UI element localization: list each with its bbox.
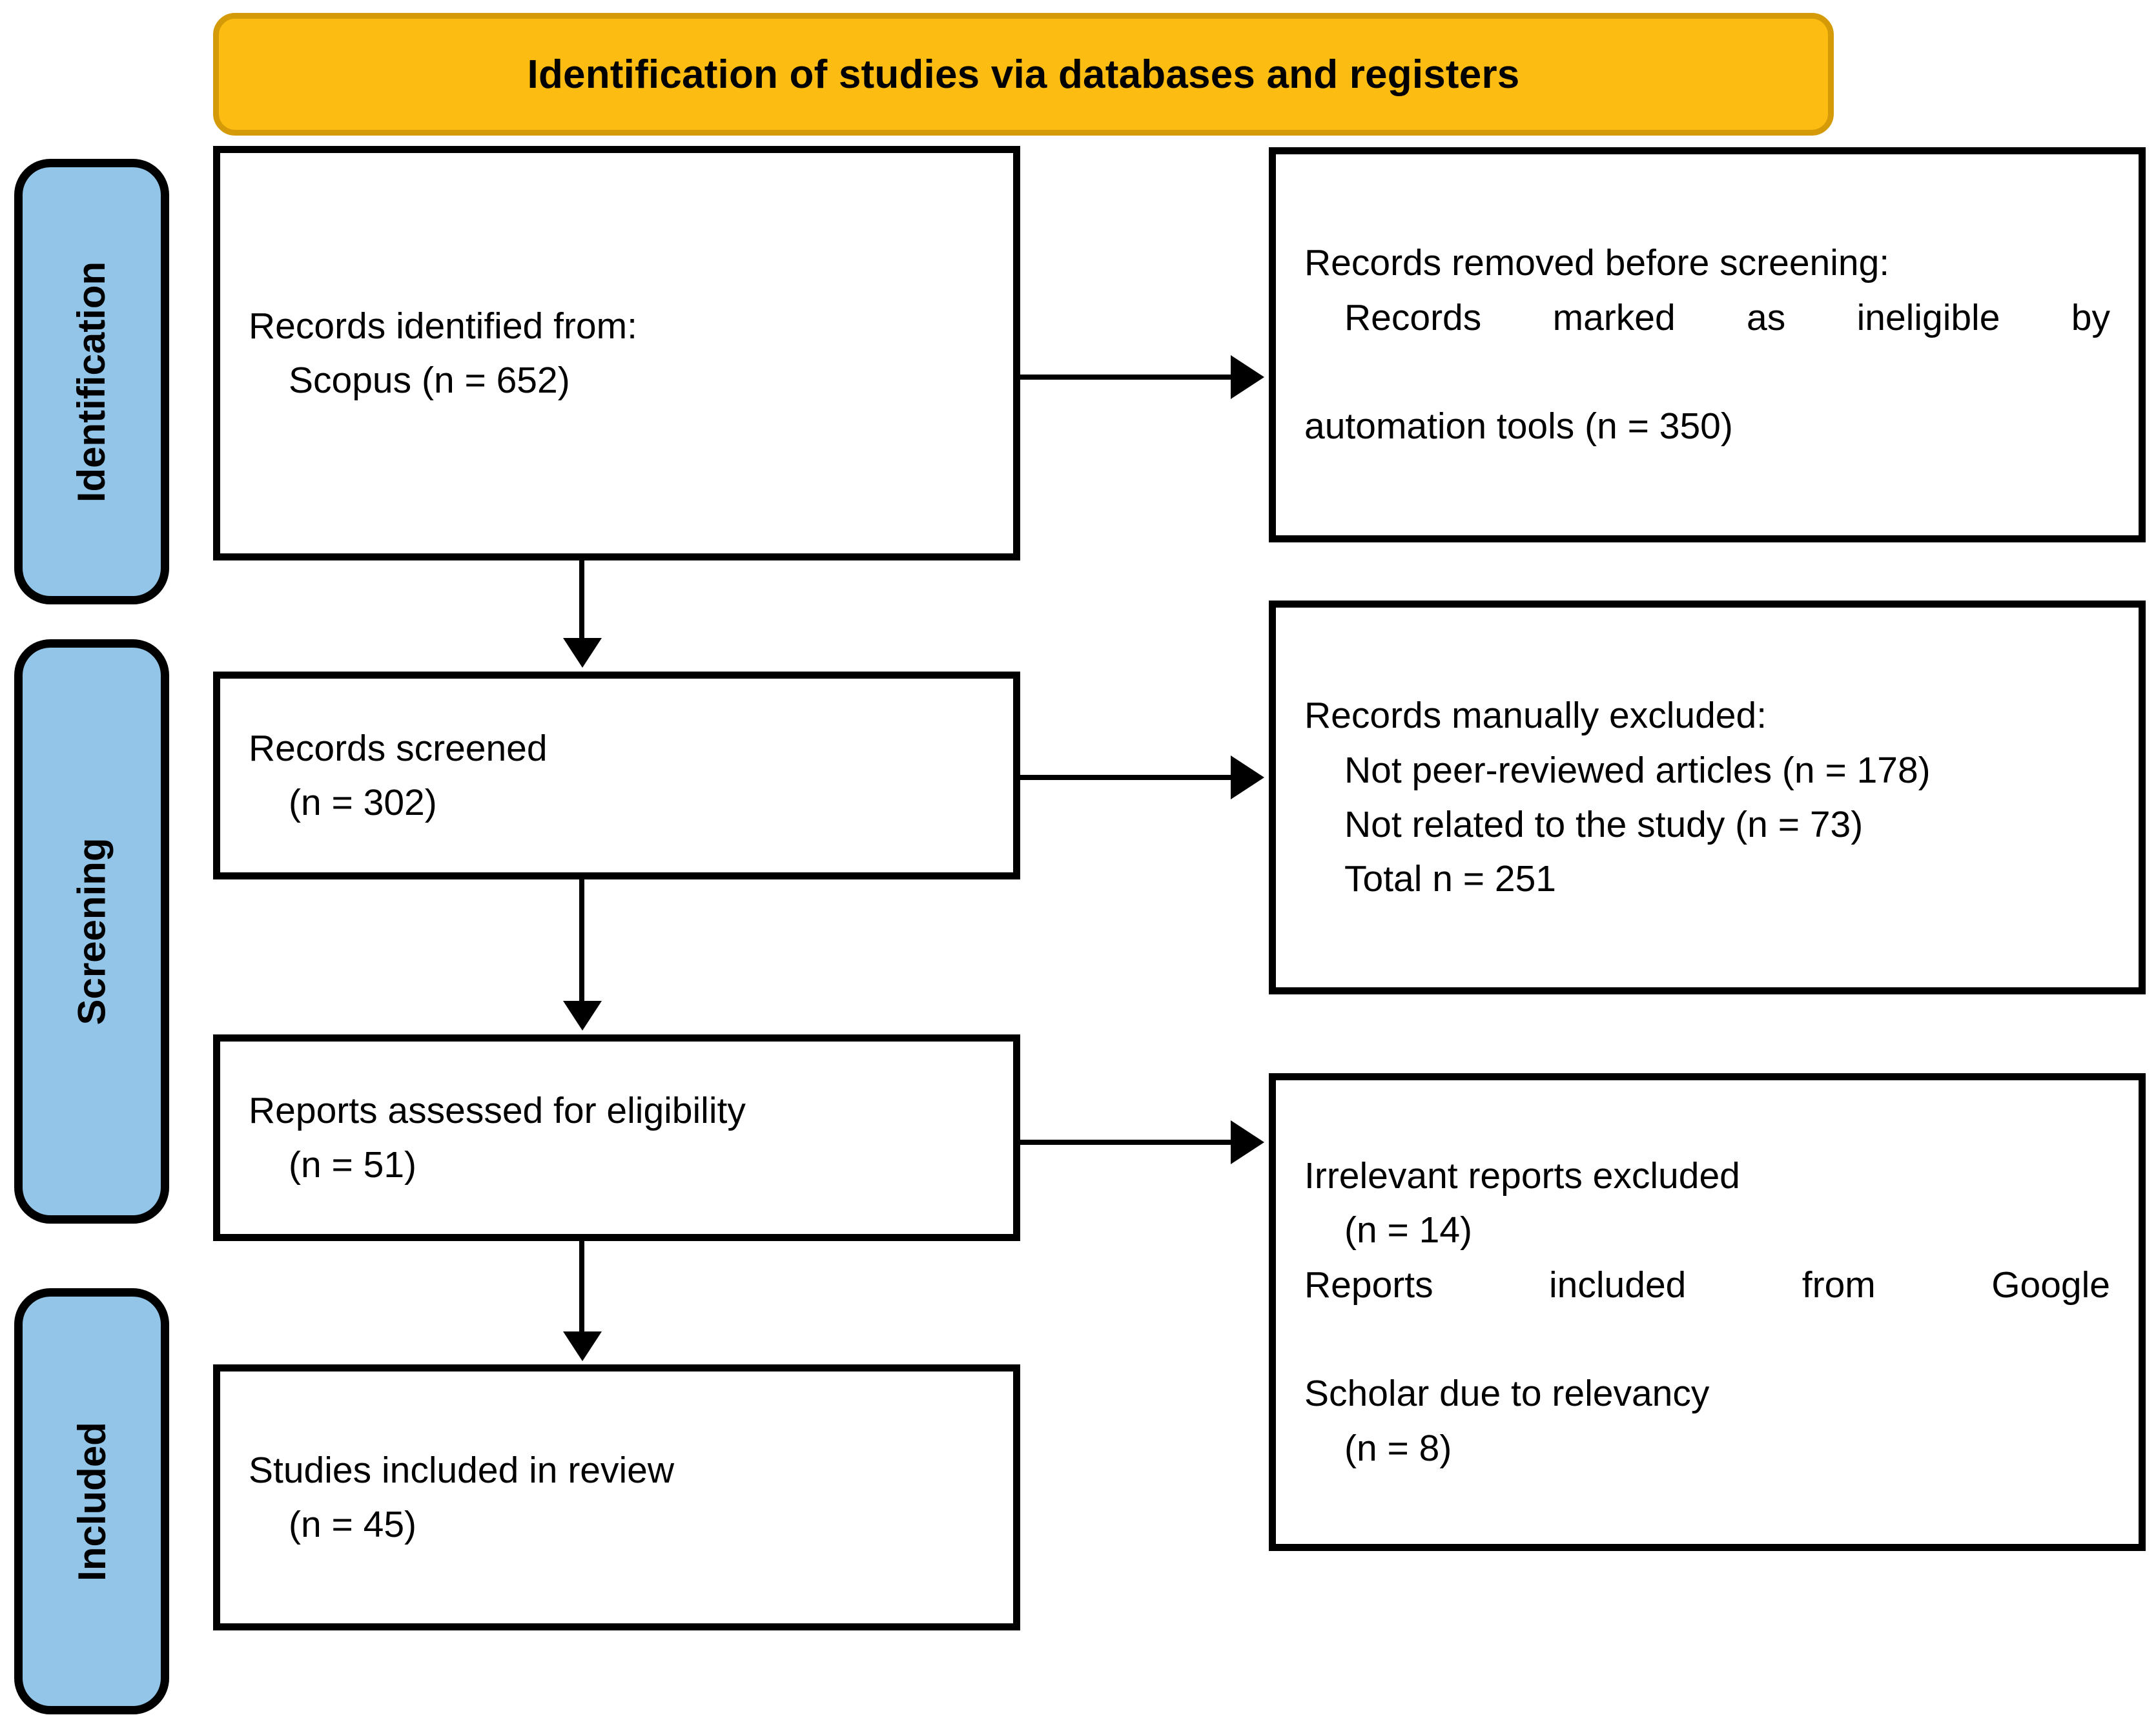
connector-eligibility-to-irrelevant bbox=[1019, 1140, 1232, 1145]
google-scholar-line-2: Scholar due to relevancy bbox=[1304, 1373, 1710, 1415]
arrowhead-down-icon bbox=[563, 1331, 602, 1361]
stage-label-screening: Screening bbox=[70, 837, 114, 1025]
manual-excluded-not-related: Not related to the study (n = 73) bbox=[1344, 804, 1863, 845]
irrelevant-heading: Irrelevant reports excluded bbox=[1304, 1155, 1740, 1197]
box-records-identified: Records identified from: Scopus (n = 652… bbox=[213, 146, 1020, 560]
box-irrelevant-reports-excluded: Irrelevant reports excluded (n = 14) Rep… bbox=[1269, 1073, 2146, 1551]
arrowhead-right-icon bbox=[1231, 1120, 1264, 1164]
connector-identified-to-removed bbox=[1019, 375, 1232, 380]
arrowhead-down-icon bbox=[563, 1001, 602, 1031]
records-removed-detail-line-2: automation tools (n = 350) bbox=[1304, 406, 1733, 447]
identification-banner: Identification of studies via databases … bbox=[213, 13, 1834, 136]
records-identified-scopus: Scopus (n = 652) bbox=[289, 360, 570, 401]
manual-excluded-total: Total n = 251 bbox=[1344, 858, 1557, 900]
stage-pill-screening: Screening bbox=[14, 639, 169, 1224]
stage-pill-included: Included bbox=[14, 1288, 169, 1714]
records-screened-heading: Records screened bbox=[249, 727, 548, 769]
records-identified-heading: Records identified from: bbox=[249, 305, 637, 347]
google-scholar-count: (n = 8) bbox=[1344, 1427, 1452, 1469]
studies-included-count: (n = 45) bbox=[289, 1504, 417, 1545]
records-removed-detail-line-1: Records marked as ineligible by bbox=[1344, 296, 2110, 338]
arrowhead-right-icon bbox=[1231, 755, 1264, 799]
reports-assessed-count: (n = 51) bbox=[289, 1144, 417, 1186]
box-studies-included-in-review: Studies included in review (n = 45) bbox=[213, 1364, 1020, 1630]
connector-screened-to-eligibility bbox=[579, 879, 584, 1002]
box-records-screened: Records screened (n = 302) bbox=[213, 672, 1020, 879]
studies-included-heading: Studies included in review bbox=[249, 1449, 675, 1491]
records-screened-count: (n = 302) bbox=[289, 782, 437, 823]
stage-pill-identification: Identification bbox=[14, 159, 169, 604]
arrowhead-down-icon bbox=[563, 638, 602, 668]
irrelevant-count: (n = 14) bbox=[1344, 1209, 1473, 1251]
google-scholar-line-1: Reports included from Google bbox=[1304, 1264, 2110, 1306]
box-records-removed-before-screening: Records removed before screening: Record… bbox=[1269, 147, 2146, 542]
connector-identified-to-screened bbox=[579, 560, 584, 639]
reports-assessed-heading: Reports assessed for eligibility bbox=[249, 1089, 746, 1131]
connector-eligibility-to-included bbox=[579, 1241, 584, 1333]
box-records-manually-excluded: Records manually excluded: Not peer-revi… bbox=[1269, 601, 2146, 994]
stage-label-included: Included bbox=[70, 1421, 114, 1581]
records-removed-heading: Records removed before screening: bbox=[1304, 242, 1890, 284]
stage-label-identification: Identification bbox=[70, 261, 114, 502]
banner-title: Identification of studies via databases … bbox=[527, 52, 1520, 97]
manual-excluded-heading: Records manually excluded: bbox=[1304, 695, 1767, 737]
manual-excluded-not-peer-reviewed: Not peer-reviewed articles (n = 178) bbox=[1344, 749, 1931, 791]
connector-screened-to-manual-excluded bbox=[1019, 775, 1232, 780]
box-reports-assessed-for-eligibility: Reports assessed for eligibility (n = 51… bbox=[213, 1034, 1020, 1241]
arrowhead-right-icon bbox=[1231, 355, 1264, 399]
